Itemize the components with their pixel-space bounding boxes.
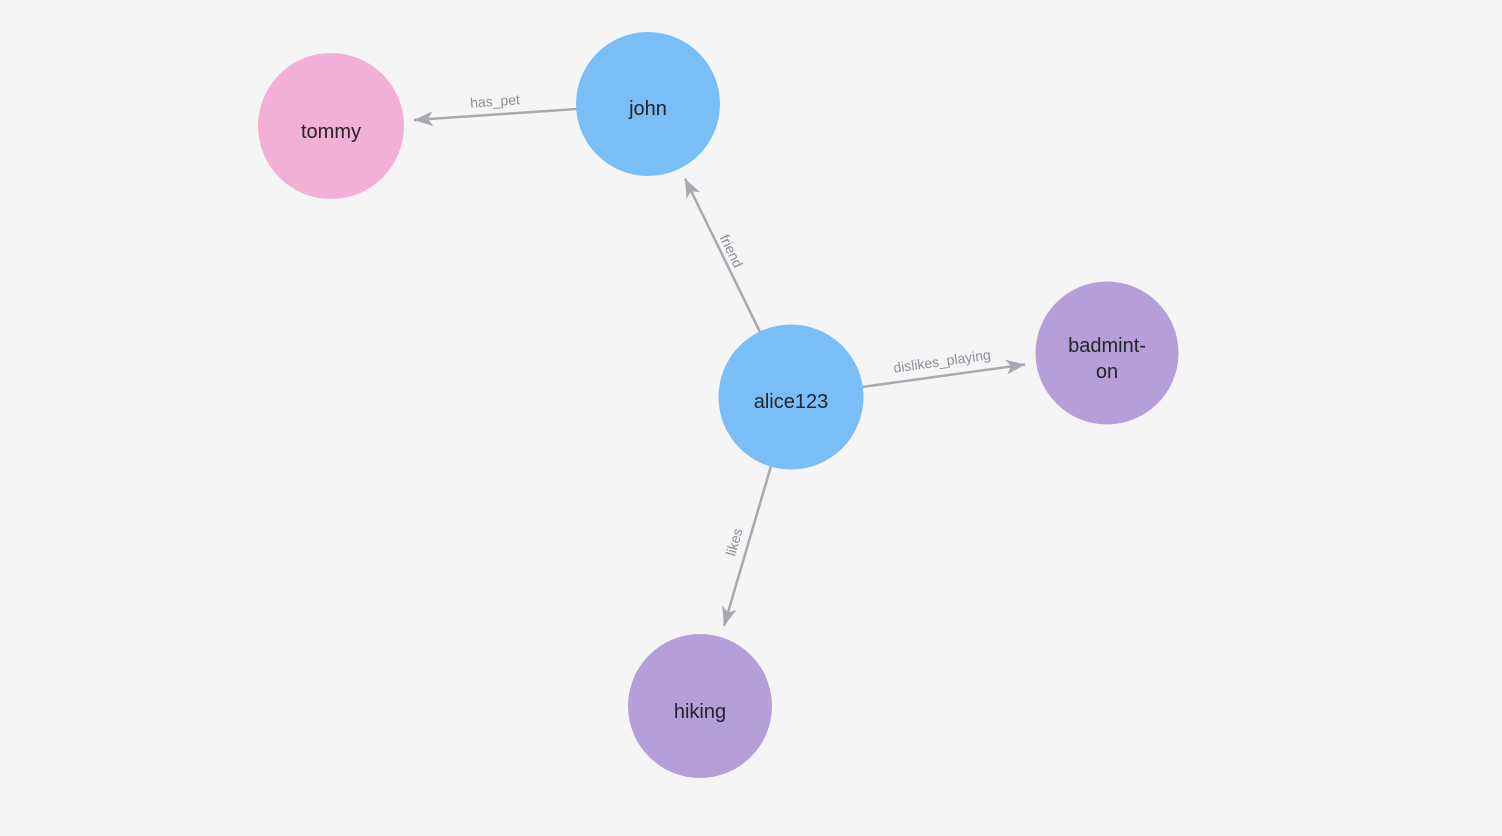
node-hiking[interactable] [628, 634, 772, 778]
node-john[interactable] [576, 32, 720, 176]
edge-dislikes-playing[interactable] [861, 359, 1026, 389]
edge-friend[interactable] [683, 177, 762, 333]
edge-has-pet[interactable] [413, 107, 578, 127]
edge-likes[interactable] [722, 465, 773, 627]
node-alice123[interactable] [718, 324, 864, 470]
node-badminton[interactable] [1035, 281, 1179, 425]
node-tommy[interactable] [258, 53, 404, 199]
